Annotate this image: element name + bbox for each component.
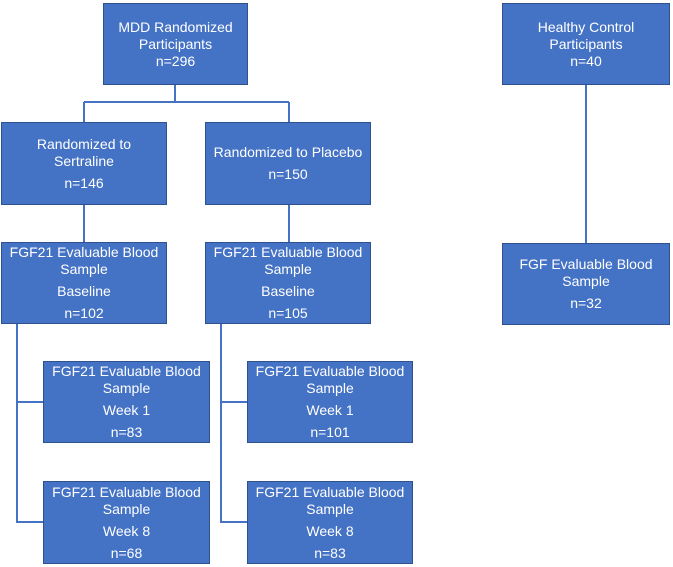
- mdd-title: MDD Randomized Participants: [118, 18, 233, 52]
- placebo-week8-box: FGF21 Evaluable Blood Sample Week 8 n=83: [247, 481, 413, 564]
- mdd-randomized-box: MDD Randomized Participants n=296: [103, 3, 248, 85]
- sert-week8-n: n=68: [110, 544, 143, 561]
- healthy-n: n=40: [570, 52, 602, 69]
- placebo-title: Randomized to Placebo: [213, 144, 363, 160]
- plac-week8-time: Week 8: [306, 522, 354, 539]
- sert-baseline-time: Baseline: [57, 283, 111, 299]
- healthy-sample-title: FGF Evaluable Blood Sample: [519, 256, 653, 289]
- sert-week1-time: Week 1: [102, 402, 151, 418]
- mdd-n: n=296: [155, 52, 196, 69]
- sertraline-week8-box: FGF21 Evaluable Blood Sample Week 8 n=68: [43, 481, 210, 564]
- placebo-box: Randomized to Placebo n=150: [205, 122, 371, 205]
- plac-week1-time: Week 1: [306, 402, 354, 418]
- healthy-title: Healthy Control Participants: [537, 18, 635, 52]
- placebo-baseline-box: FGF21 Evaluable Blood Sample Baseline n=…: [205, 242, 371, 324]
- sert-baseline-n: n=102: [64, 305, 104, 321]
- plac-week1-n: n=101: [310, 424, 350, 440]
- sertraline-baseline-box: FGF21 Evaluable Blood Sample Baseline n=…: [1, 242, 167, 324]
- sert-week8-title: FGF21 Evaluable Blood Sample: [52, 483, 201, 517]
- sertraline-n: n=146: [64, 174, 104, 191]
- sertraline-week1-box: FGF21 Evaluable Blood Sample Week 1 n=83: [43, 361, 210, 443]
- sertraline-title: Randomized to Sertraline: [36, 135, 132, 169]
- sertraline-box: Randomized to Sertraline n=146: [1, 122, 167, 205]
- healthy-control-box: Healthy Control Participants n=40: [502, 3, 670, 85]
- healthy-sample-box: FGF Evaluable Blood Sample n=32: [502, 243, 670, 325]
- sert-week1-n: n=83: [110, 424, 143, 440]
- plac-baseline-time: Baseline: [261, 283, 315, 299]
- plac-baseline-n: n=105: [268, 305, 308, 321]
- plac-week1-title: FGF21 Evaluable Blood Sample: [255, 363, 405, 396]
- sert-baseline-title: FGF21 Evaluable Blood Sample: [9, 244, 159, 277]
- sert-week1-title: FGF21 Evaluable Blood Sample: [52, 363, 201, 396]
- plac-week8-n: n=83: [314, 544, 346, 561]
- sert-week8-time: Week 8: [102, 522, 151, 539]
- placebo-n: n=150: [268, 166, 308, 182]
- placebo-week1-box: FGF21 Evaluable Blood Sample Week 1 n=10…: [247, 361, 413, 443]
- plac-week8-title: FGF21 Evaluable Blood Sample: [255, 483, 405, 517]
- plac-baseline-title: FGF21 Evaluable Blood Sample: [213, 244, 363, 277]
- healthy-sample-n: n=32: [570, 295, 602, 311]
